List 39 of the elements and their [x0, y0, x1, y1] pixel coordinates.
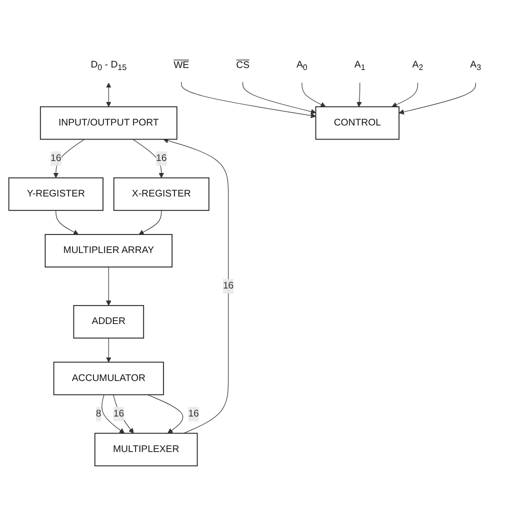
arrow	[106, 337, 112, 362]
arrow	[147, 394, 184, 434]
arrow	[163, 138, 229, 434]
node-box	[53, 361, 164, 395]
arrow	[242, 81, 316, 114]
edge-label: 8	[96, 408, 102, 418]
block-diagram: 16 16 8 16 16 16 D$_{0}$ - D$_{15}$ INPUT/OUTPUT PORT Y-REGISTER X-REGISTER MULTIPLIER ARRAY ADDER ACCUMULATOR MULTIPLEXER CONTROL WE CS A$_{0}$ A$_{1}$ A$_{2}$ A$_{3}$	[4, 44, 504, 470]
arrow	[398, 82, 476, 114]
edge-label: 16	[156, 152, 167, 164]
arrow	[138, 210, 162, 234]
node-text: A$_{2}$	[412, 59, 424, 72]
node-box	[40, 106, 178, 140]
arrow	[112, 394, 134, 434]
arrow	[106, 82, 112, 107]
arrow	[356, 82, 362, 107]
node-text: A$_{3}$	[470, 59, 482, 72]
edge-label: 16	[113, 408, 124, 418]
edge-label: 16	[50, 152, 62, 164]
arrow	[101, 394, 125, 434]
arrow	[181, 81, 316, 118]
arrow	[302, 82, 326, 107]
arrow	[53, 138, 85, 178]
node-text: A$_{1}$	[354, 59, 366, 72]
arrow	[132, 138, 164, 178]
node-text: A$_{0}$	[296, 59, 308, 72]
node-box	[73, 304, 144, 338]
node-box	[8, 177, 104, 210]
node-text: CS	[236, 60, 250, 70]
node-box	[315, 106, 400, 140]
arrow	[392, 82, 418, 107]
arrow	[56, 210, 79, 234]
node-text: WE	[174, 60, 190, 70]
edge-label: 16	[188, 408, 199, 418]
edge-label: 16	[222, 280, 234, 291]
node-text: D$_{0}$ - D$_{15}$	[90, 59, 127, 72]
node-box	[44, 234, 173, 268]
node-box	[94, 432, 198, 466]
arrow	[106, 266, 112, 306]
node-box	[113, 177, 210, 210]
